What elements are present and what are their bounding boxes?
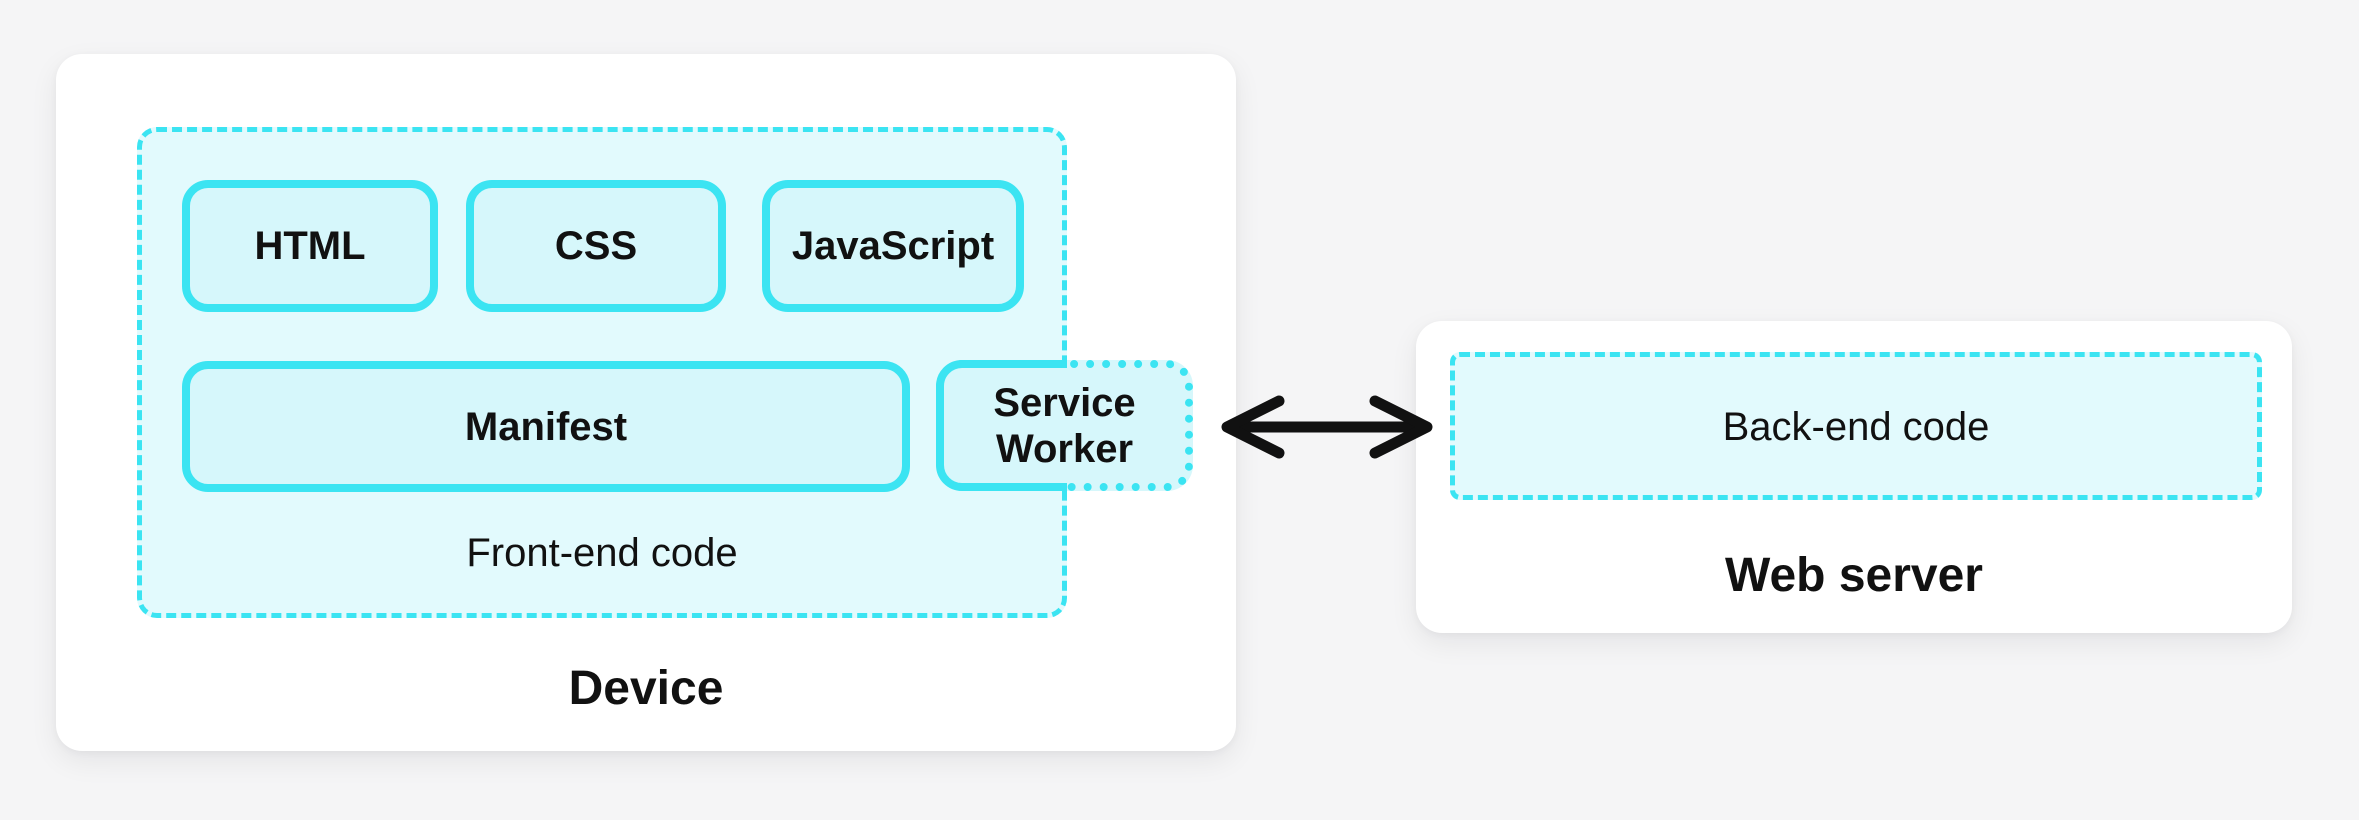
frontend-code-label: Front-end code <box>466 531 738 575</box>
backend-code-group <box>1450 352 2262 500</box>
service-worker-box-label: Service Worker <box>993 380 1136 471</box>
manifest-box: Manifest <box>182 361 910 492</box>
backend-code-label: Back-end code <box>1722 405 1990 449</box>
css-box-label: CSS <box>554 224 638 268</box>
javascript-box-label: JavaScript <box>791 224 995 268</box>
html-box-label: HTML <box>254 224 366 268</box>
html-box: HTML <box>182 180 438 312</box>
manifest-box-label: Manifest <box>464 404 628 449</box>
javascript-box: JavaScript <box>762 180 1024 312</box>
service-worker-box: Service Worker <box>936 360 1193 491</box>
web-server-label: Web server <box>1725 549 1983 602</box>
device-label: Device <box>568 662 724 715</box>
css-box: CSS <box>466 180 726 312</box>
bidirectional-arrow-icon <box>1218 370 1436 484</box>
